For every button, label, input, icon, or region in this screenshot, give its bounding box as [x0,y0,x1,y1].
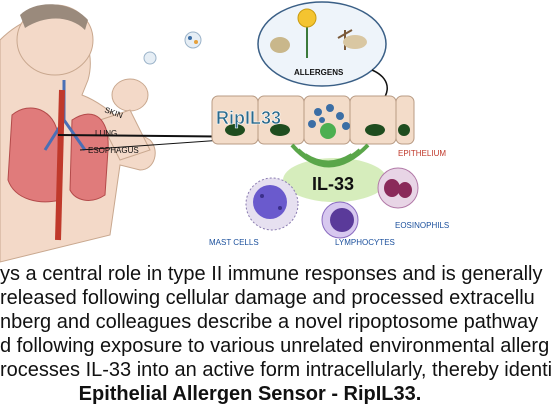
allergens-bubble: ALLERGENS [257,1,387,87]
mast-cells-label: MAST CELLS [209,238,259,247]
lymphocyte [321,201,359,239]
allergens-label: ALLERGENS [294,68,344,77]
caption-line-3: nberg and colleagues describe a novel ri… [0,311,539,333]
epithelium-label: EPITHELIUM [398,149,446,158]
lung-label: LUNG [95,129,117,138]
caption-line-1: ys a central role in type II immune resp… [0,263,543,285]
il33-signal [283,143,387,202]
cough-droplets [143,31,202,65]
eosinophils-label: EOSINOPHILS [395,221,449,230]
eosinophil [377,167,419,209]
ripil33-label: RipIL33 [216,108,281,128]
lymphocytes-label: LYMPHOCYTES [335,238,395,247]
caption-text: ys a central role in type II immune resp… [0,262,552,414]
lungs-illustration [7,80,109,241]
graphical-abstract: SKIN LUNG ESOPHAGUS ALLERGENS RipIL33 [0,1,449,263]
epithelium-cells [211,95,415,145]
caption-line-5: rocesses IL-33 into an active form intra… [0,359,552,381]
il33-label: IL-33 [312,174,354,194]
caption-line-6: Epithelial Allergen Sensor - RipIL33. [78,383,422,405]
caption-line-2: released following cellular damage and p… [0,287,535,309]
caption-line-4: d following exposure to various unrelate… [0,335,550,357]
mast-cell [245,177,299,231]
esophagus-label: ESOPHAGUS [88,146,139,155]
